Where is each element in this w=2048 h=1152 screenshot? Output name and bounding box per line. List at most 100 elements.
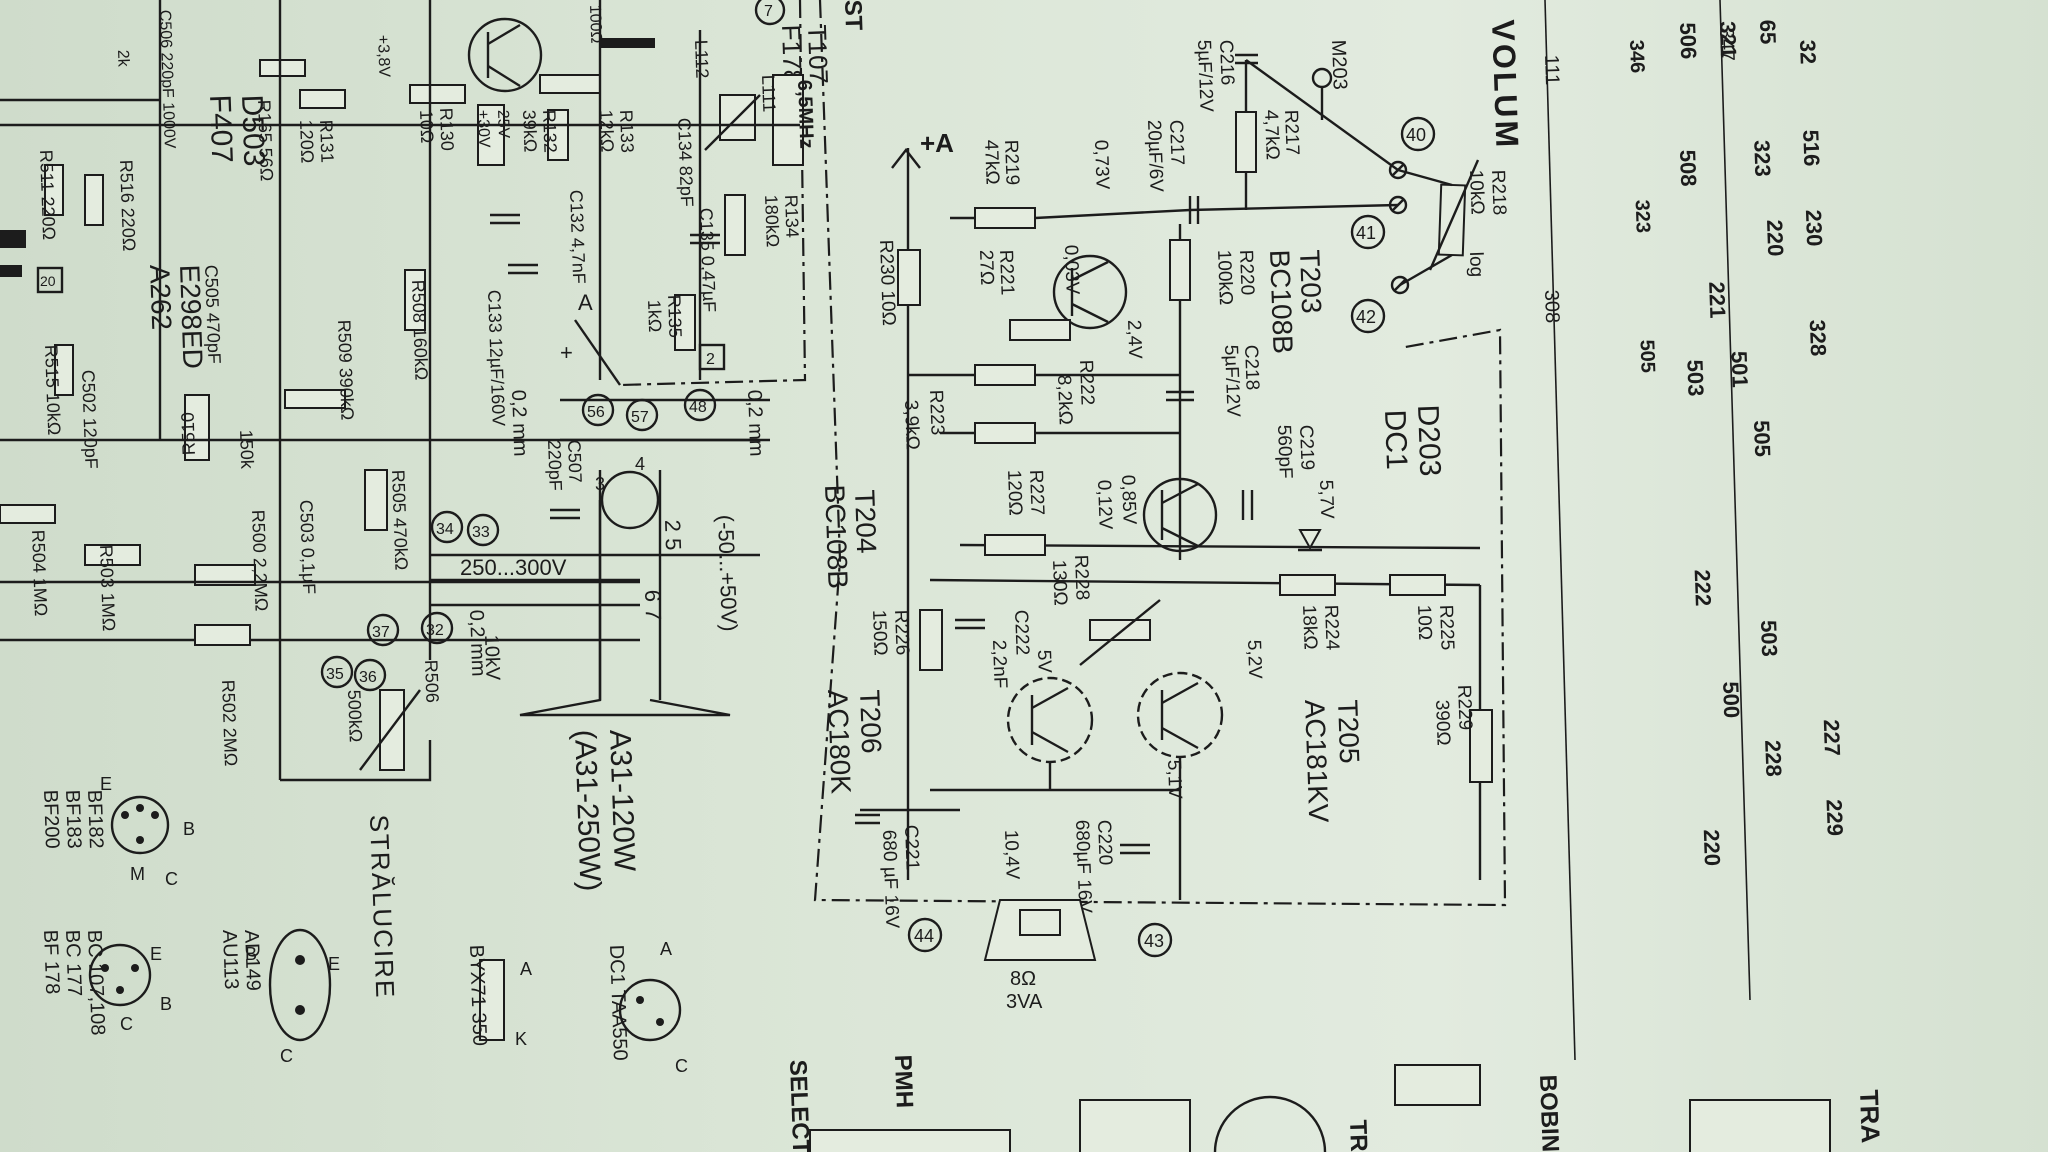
connector-tra [1689, 1099, 1831, 1152]
r135-ref: R135 [664, 294, 685, 338]
index-table: 65 321 506 323 220 221 501 505 503 500 2… [1540, 0, 1848, 1061]
bf200: BF200 [39, 789, 63, 849]
pin-32-label: 32 [426, 622, 444, 639]
t203-type: BC108B [1264, 249, 1299, 354]
mm-2: 0,2 mm [507, 389, 531, 456]
idx-a1: 503 [1682, 359, 1708, 397]
r221-value: 27Ω [975, 249, 997, 285]
r220-ref: R220 [1235, 249, 1258, 295]
c502-label: C502 120pF [78, 369, 101, 469]
r500 [194, 564, 256, 586]
t204-type: BC108B [819, 484, 854, 589]
c221-ref: C221 [900, 824, 923, 870]
t206-ref: T206 [854, 689, 887, 754]
d203-type: DC1 [1378, 409, 1413, 470]
taa550: DC1 TAA550 [605, 944, 631, 1061]
r508-label: R508 160kΩ [408, 279, 431, 380]
idx-r3: 328 [1805, 319, 1831, 357]
audio-amplifier: +A R230 10Ω R219 47kΩ C217 20µF/6V 0,73V… [813, 0, 1507, 1013]
r504 [0, 504, 56, 524]
crt-neck [600, 470, 660, 530]
c133-label: C133 12µF/160V [484, 289, 509, 426]
socket-pin-3: 3 [595, 474, 605, 494]
r516-label: R516 220Ω [116, 159, 139, 251]
au113: AU113 [218, 929, 242, 989]
brightness-pot-r506 [379, 689, 405, 771]
transistor-t204 [1142, 477, 1218, 553]
pinout-diagrams: E B C M BF182 BF183 BF200 E B C BC 107,1… [39, 774, 688, 1076]
r506-value: 500kΩ [344, 689, 366, 742]
pin-42 [1350, 298, 1386, 334]
r165-label: R165 56Ω [254, 99, 277, 181]
pin-42-label: 42 [1356, 307, 1376, 327]
c220-ref: C220 [1093, 819, 1116, 865]
r228-value: 130Ω [1048, 559, 1071, 606]
r132 [547, 109, 569, 161]
r228 [1089, 619, 1151, 641]
r226-ref: R224 [1320, 604, 1343, 651]
bf-transistor-pinout [110, 795, 170, 855]
video-section: T107 F178 6,5MHz L111 L112 7 2 20 R133 1… [0, 0, 834, 440]
v-073: 0,73V [1090, 139, 1113, 190]
idx-c5: 221 [1704, 281, 1730, 319]
eht-voltage: 10kV [480, 634, 504, 681]
byx71: BYX71 350 [465, 944, 491, 1046]
pin-40 [1400, 116, 1436, 152]
idx-c6: 501 [1727, 350, 1753, 388]
vbox [477, 104, 505, 166]
t203-ref: T203 [1294, 249, 1327, 314]
pin-35-label: 35 [326, 666, 344, 683]
idx-b0: 346 [1625, 39, 1648, 73]
pin-c-3: C [280, 1046, 293, 1066]
v-5: 5V [1033, 649, 1055, 673]
r219-ref: R219 [1000, 139, 1023, 185]
r220-value: 100kΩ [1213, 249, 1236, 305]
v-085: 0,85V [1117, 474, 1140, 525]
c507-value: 220pF [544, 439, 566, 491]
idx-a0: 508 [1675, 149, 1701, 187]
r223-ref: R223 [925, 389, 948, 435]
pin-e-2: E [150, 944, 162, 964]
idx-extra-347: 347 [1715, 27, 1738, 61]
v-003: 0,03V [1060, 244, 1083, 295]
r505 [364, 469, 388, 531]
r505-label: R505 470kΩ [388, 469, 411, 570]
misc-plus: + [560, 340, 573, 365]
connector-bobin [1394, 1064, 1481, 1106]
r130-value: 10Ω [416, 109, 437, 143]
r220 [1169, 239, 1191, 301]
mm-3: 0,2 mm [465, 609, 489, 676]
pin-33 [466, 513, 500, 547]
m203-jack [1311, 67, 1333, 89]
r222 [974, 364, 1036, 386]
c217-ref: C217 [1165, 119, 1188, 165]
r228-ref: R228 [1070, 554, 1093, 600]
r131 [299, 89, 346, 109]
c217-value: 20µF/6V [1143, 119, 1167, 192]
r224-ref: R226 [890, 609, 913, 655]
bc107: BC 107,108 [83, 929, 109, 1035]
r134 [724, 194, 746, 256]
r134-value: 180kΩ [761, 194, 783, 247]
misc-30v: +30V [474, 110, 492, 149]
r218-log: log [1465, 251, 1487, 277]
r218-value: 10kΩ [1465, 169, 1488, 215]
connector-round [1213, 1095, 1327, 1152]
pin-37 [366, 613, 400, 647]
pin-b-3: B [245, 944, 257, 964]
pin-e-3: E [328, 954, 340, 974]
st-label: ST [839, 0, 867, 31]
r515-label: R515 10kΩ [41, 344, 64, 435]
r130 [409, 84, 466, 104]
pin-43 [1137, 922, 1173, 958]
speaker-imp: 8Ω [1010, 968, 1036, 990]
r508 [404, 269, 426, 331]
e298ed-label: E298ED [174, 264, 209, 369]
idx-a2: 222 [1690, 569, 1716, 607]
r133-ref: R133 [616, 109, 637, 153]
idx-c10: 228 [1760, 740, 1786, 778]
supply-label: +A [920, 128, 954, 158]
pin-b-1: B [183, 819, 195, 839]
r222-ref: R222 [1075, 359, 1098, 405]
